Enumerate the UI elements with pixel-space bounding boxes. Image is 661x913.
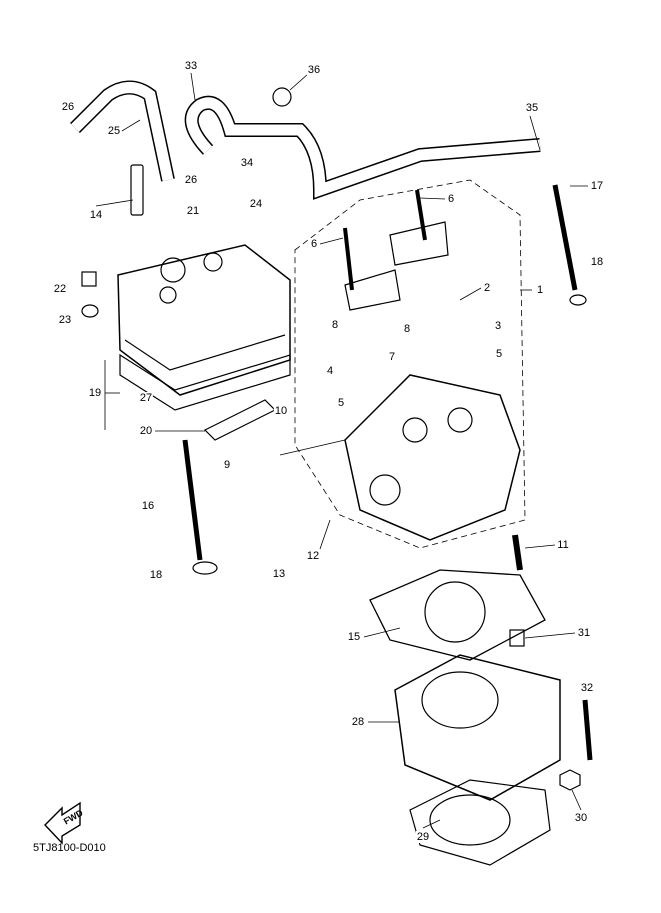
spark-plug [130,164,144,216]
callout-5: 5 [336,397,346,409]
callout-36: 36 [306,64,322,76]
callout-23: 23 [57,314,73,326]
callout-21: 21 [185,205,201,217]
callout-31: 31 [576,627,592,639]
callout-5: 5 [494,348,504,360]
callout-1: 1 [535,284,545,296]
callout-3: 3 [493,320,503,332]
callout-14: 14 [88,209,104,221]
bracket-20 [203,399,277,441]
base-gasket [409,779,551,866]
callout-16: 16 [140,500,156,512]
callout-2: 2 [482,282,492,294]
assembly-outline [294,179,526,549]
callout-34: 34 [239,157,255,169]
stud-bolt-17 [552,184,578,291]
callout-19: 19 [87,387,103,399]
callout-33: 33 [183,60,199,72]
callout-27: 27 [138,392,154,404]
callout-28: 28 [350,716,366,728]
callout-26: 26 [183,174,199,186]
callout-35: 35 [524,102,540,114]
stud-bolt-16 [182,439,203,561]
cylinder-head [344,374,521,541]
head-gasket [369,569,546,661]
cam-cap-rear [389,221,449,266]
callout-20: 20 [138,425,154,437]
callout-8: 8 [330,319,340,331]
callout-30: 30 [573,812,589,824]
callout-15: 15 [346,631,362,643]
callout-26: 26 [60,101,76,113]
callout-18: 18 [589,256,605,268]
callout-32: 32 [579,682,595,694]
callout-25: 25 [106,125,122,137]
callout-4: 4 [325,365,335,377]
callout-22: 22 [52,283,68,295]
diagram-code: 5TJ8100-D010 [33,842,106,854]
callout-10: 10 [273,405,289,417]
cam-cap-front [344,269,401,311]
callout-7: 7 [387,351,397,363]
callout-6: 6 [446,193,456,205]
callout-24: 24 [248,198,264,210]
fwd-arrow-icon [44,801,81,845]
callout-29: 29 [415,831,431,843]
callout-6: 6 [309,238,319,250]
cylinder [394,654,561,801]
callout-11: 11 [556,539,570,551]
gasket-27 [119,353,291,411]
clip-36 [272,87,292,107]
callout-17: 17 [589,180,605,192]
callout-12: 12 [305,550,321,562]
callout-13: 13 [271,568,287,580]
valve-cover [117,244,291,396]
callout-9: 9 [222,459,232,471]
callout-8: 8 [402,323,412,335]
callout-18: 18 [148,569,164,581]
